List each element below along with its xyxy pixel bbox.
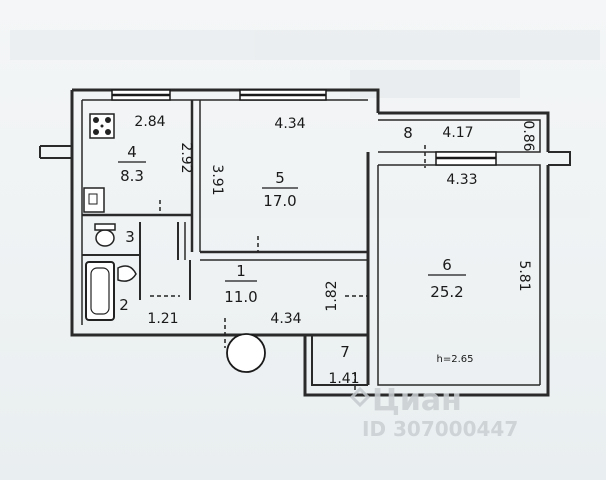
- room-labels: 4 8.3 5 17.0 1 11.0 6 25.2 3 2 7 8: [118, 124, 466, 361]
- dim-room4-width: 2.84: [134, 114, 165, 130]
- room-1-number: 1: [236, 262, 246, 280]
- room-6-number: 6: [442, 256, 452, 274]
- dimension-labels: 2.84 2.92 4.34 3.91 4.34 1.82 1.21 1.41 …: [134, 114, 536, 387]
- bathtub-icon: [85, 261, 115, 321]
- stove-icon: [89, 113, 115, 139]
- washbasin-icon: [117, 265, 137, 282]
- dim-bath-width: 1.21: [147, 311, 178, 327]
- room-1-area: 11.0: [224, 288, 257, 306]
- ceiling-height: h=2.65: [437, 354, 474, 365]
- dim-room5-width: 4.34: [274, 116, 305, 132]
- sink-icon: [83, 187, 105, 213]
- dim-room5-height: 3.91: [209, 164, 225, 195]
- room-3-number: 3: [125, 228, 135, 246]
- room-8-number: 8: [403, 124, 413, 142]
- room-4-number: 4: [127, 143, 137, 161]
- watermark-id: ID 307000447: [362, 417, 518, 441]
- toilet-icon: [94, 223, 116, 247]
- room-5-area: 17.0: [263, 192, 296, 210]
- watermark-brand: Циан: [372, 383, 462, 418]
- scan-ghost-header: [10, 30, 600, 218]
- windows: [111, 89, 497, 166]
- dim-room1-width: 4.34: [270, 311, 301, 327]
- dim-room4-height: 2.92: [178, 142, 194, 173]
- dim-room6-height: 5.81: [516, 260, 532, 291]
- watermark: Циан ID 307000447: [349, 383, 518, 441]
- dim-balcony-depth: 0.86: [520, 120, 536, 151]
- dim-room7-width: 1.41: [328, 371, 359, 387]
- walls: [39, 88, 571, 397]
- door-markers: [150, 145, 426, 395]
- room-6-area: 25.2: [430, 283, 463, 301]
- room-7-number: 7: [340, 343, 350, 361]
- entrance-marker: [226, 333, 266, 373]
- cian-logo-icon: [349, 386, 371, 408]
- dim-balcony-width: 4.17: [442, 125, 473, 141]
- room-5-number: 5: [275, 169, 285, 187]
- dim-room6-width: 4.33: [446, 172, 477, 188]
- room-2-number: 2: [119, 296, 129, 314]
- dim-room1-height: 1.82: [324, 280, 340, 311]
- room-4-area: 8.3: [120, 167, 144, 185]
